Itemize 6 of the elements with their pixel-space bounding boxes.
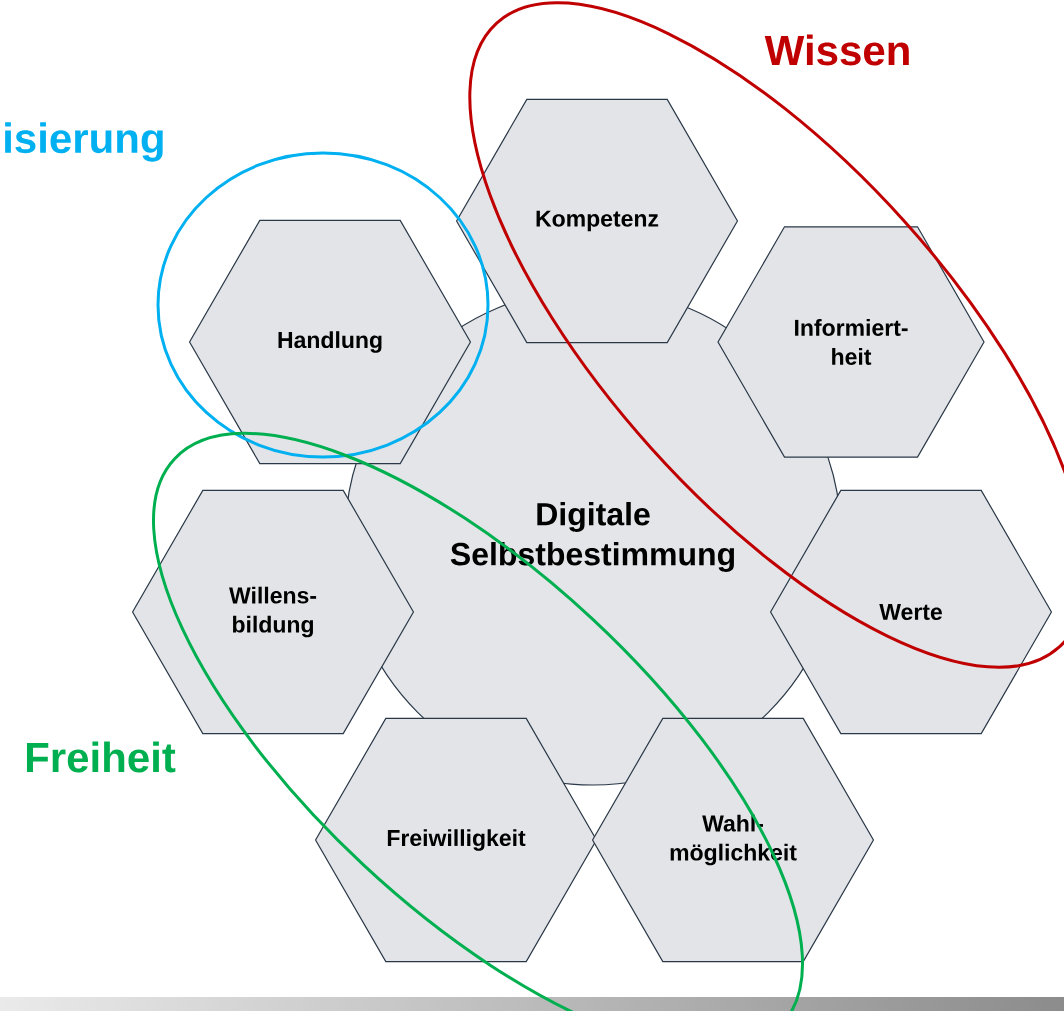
group-heading: isierung bbox=[5, 122, 163, 162]
hexagon: Willens- bildung bbox=[131, 489, 415, 735]
hexagon: Werte bbox=[769, 489, 1053, 735]
group-heading: Freiheit bbox=[26, 741, 176, 773]
node-label: Werte bbox=[879, 603, 942, 621]
group-heading: Wissen bbox=[764, 34, 909, 66]
